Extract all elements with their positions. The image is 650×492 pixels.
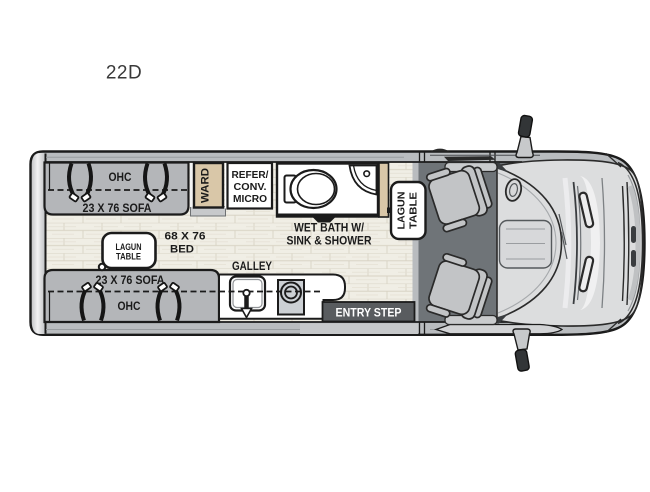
svg-text:TABLE: TABLE <box>116 252 141 262</box>
svg-text:WARD: WARD <box>200 168 212 203</box>
svg-text:22D: 22D <box>106 63 142 84</box>
svg-text:LAGUN: LAGUN <box>396 192 408 230</box>
svg-text:ENTRY STEP: ENTRY STEP <box>336 308 402 320</box>
svg-text:SINK & SHOWER: SINK & SHOWER <box>287 236 373 248</box>
svg-text:23 X 76 SOFA: 23 X 76 SOFA <box>83 203 152 215</box>
svg-text:TABLE: TABLE <box>408 192 420 229</box>
svg-text:68 X 76: 68 X 76 <box>165 231 206 243</box>
svg-text:BED: BED <box>170 244 194 256</box>
svg-text:GALLEY: GALLEY <box>232 261 272 273</box>
svg-text:OHC: OHC <box>109 172 132 184</box>
svg-text:MICRO: MICRO <box>233 193 267 205</box>
svg-text:OHC: OHC <box>118 301 141 313</box>
svg-text:CONV.: CONV. <box>234 181 267 193</box>
svg-text:23 X 76 SOFA: 23 X 76 SOFA <box>96 275 165 287</box>
svg-text:LAGUN: LAGUN <box>116 242 142 252</box>
svg-text:REFER/: REFER/ <box>232 169 269 181</box>
svg-text:WET BATH W/: WET BATH W/ <box>294 223 365 235</box>
